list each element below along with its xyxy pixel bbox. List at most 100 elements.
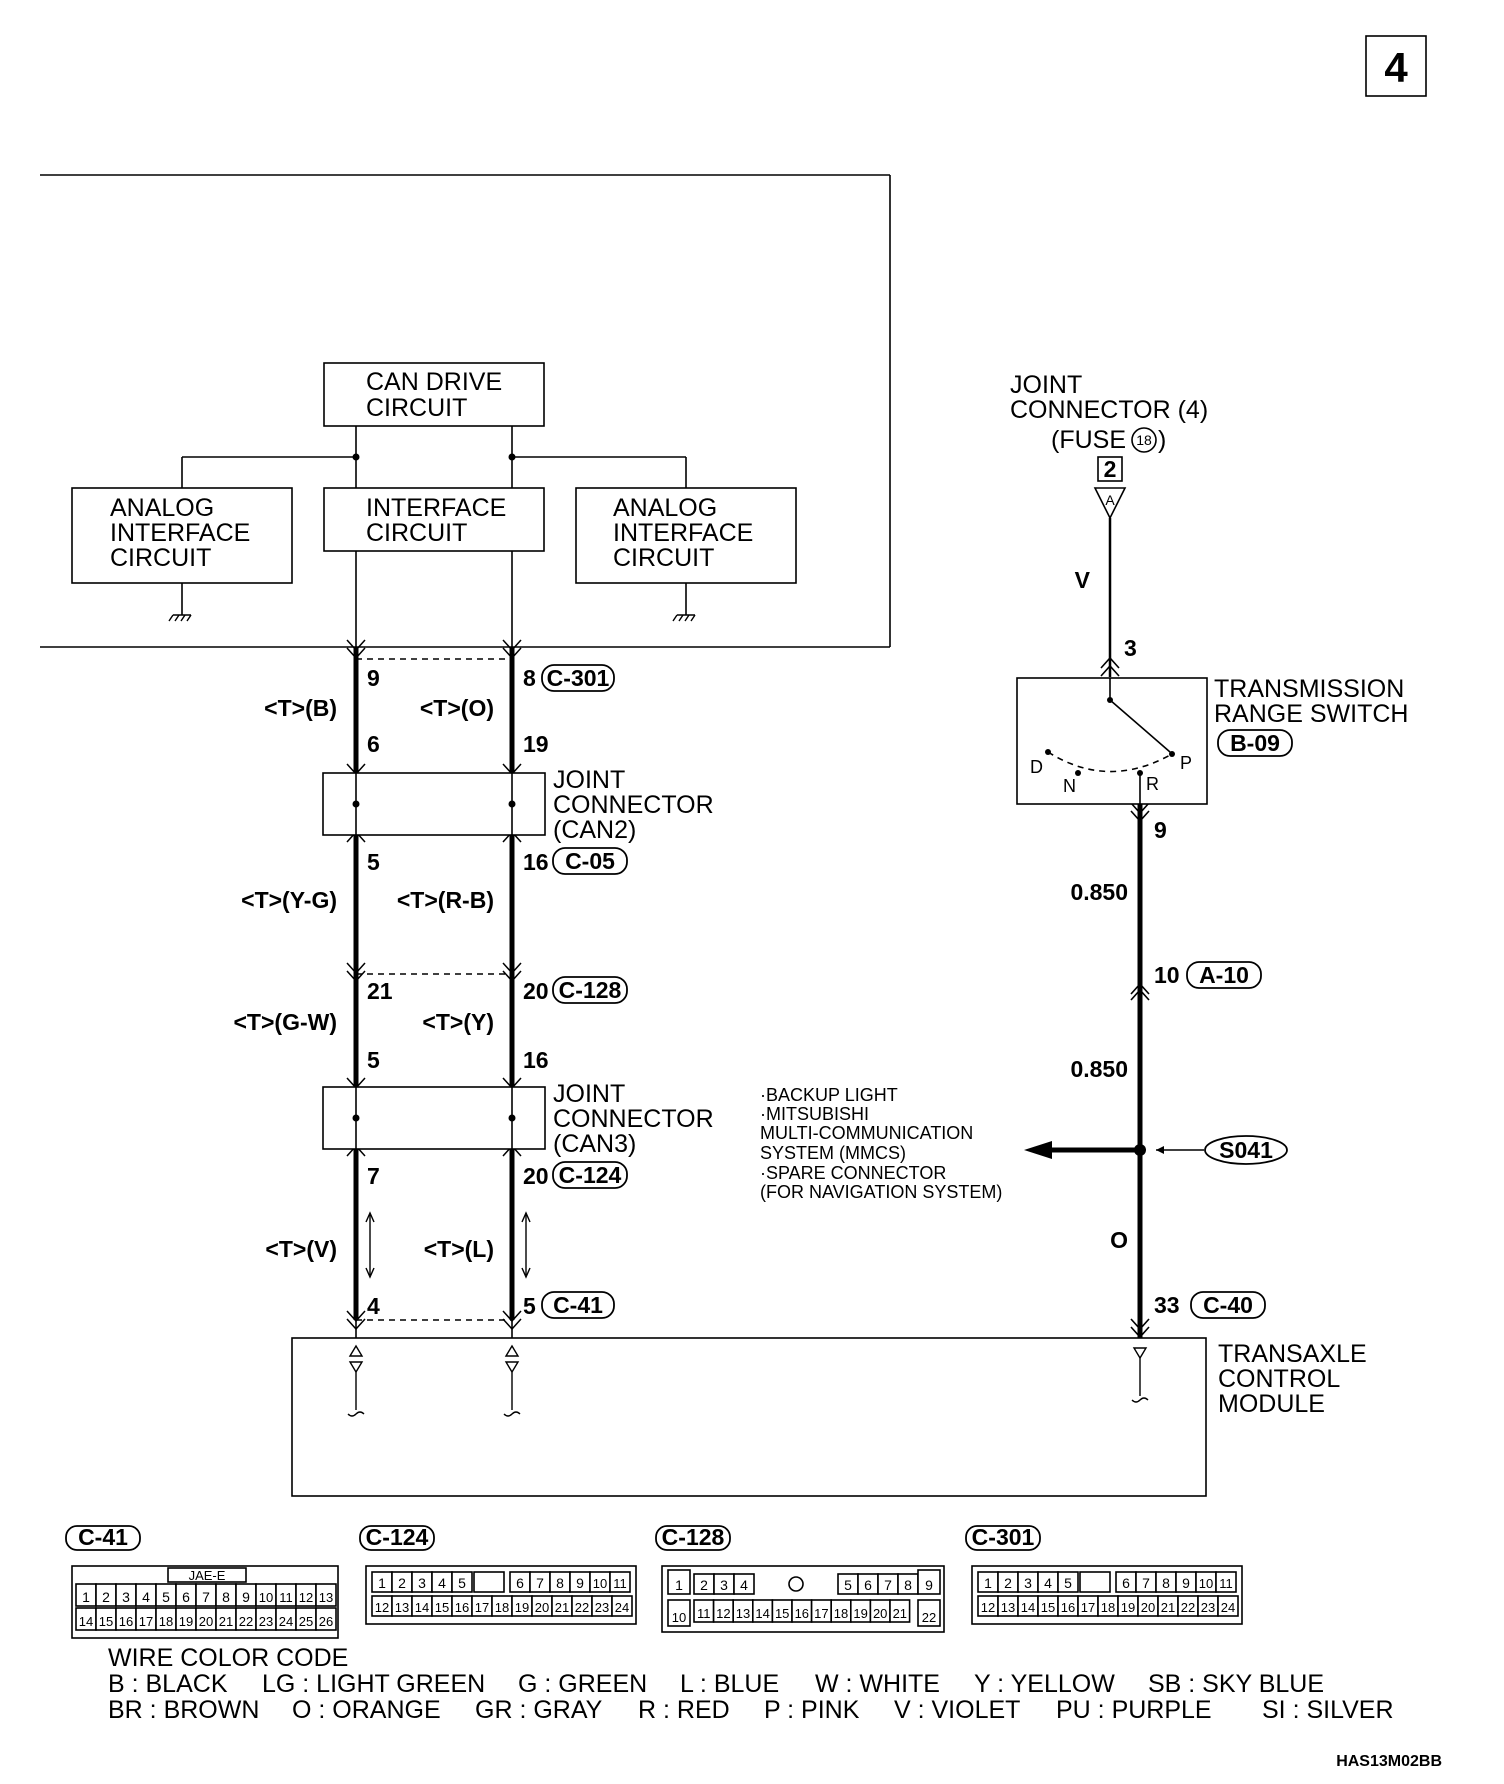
c41-row1-pin: 7 bbox=[202, 1589, 210, 1605]
svg-text:C-40: C-40 bbox=[1203, 1292, 1253, 1318]
c124-row2-cell bbox=[611, 1595, 633, 1617]
c128-row1-pin: 9 bbox=[925, 1577, 933, 1593]
branch-line: (FOR NAVIGATION SYSTEM) bbox=[760, 1182, 1002, 1202]
legend-item: B : BLACK bbox=[108, 1670, 228, 1698]
c41-row2-pin: 19 bbox=[179, 1614, 193, 1629]
c301-row1-pin: 2 bbox=[1004, 1575, 1012, 1591]
pin-number: 9 bbox=[367, 665, 380, 691]
c301-row1-pin: 1 bbox=[984, 1575, 992, 1591]
pin-number: 10 bbox=[1154, 962, 1180, 988]
connector-label-c124: C-124 bbox=[552, 1161, 628, 1189]
svg-text:C-128: C-128 bbox=[559, 977, 622, 1003]
wire-label: <T>(Y-G) bbox=[241, 887, 337, 913]
internal-links bbox=[181, 426, 687, 488]
wire-label: <T>(L) bbox=[424, 1236, 494, 1262]
c128-row1-pin: 3 bbox=[720, 1577, 728, 1593]
c41-row1-pin: 4 bbox=[142, 1589, 150, 1605]
c301-row1-pin: 8 bbox=[1162, 1575, 1170, 1591]
c124-row2-pin: 23 bbox=[595, 1600, 609, 1615]
terminal-letter: A bbox=[1105, 492, 1115, 508]
can2-line-2: CONNECTOR bbox=[553, 791, 714, 819]
interface-circuit-block: INTERFACE CIRCUIT bbox=[323, 487, 545, 552]
c41-row2-pin: 14 bbox=[79, 1614, 93, 1629]
c124-row1-pin: 11 bbox=[613, 1576, 627, 1591]
tcm-line-3: MODULE bbox=[1218, 1390, 1325, 1418]
pin-number: 20 bbox=[523, 978, 549, 1004]
c41-title: C-41 bbox=[78, 1524, 128, 1550]
legend-item: Y : YELLOW bbox=[974, 1670, 1115, 1698]
can3-line-3: (CAN3) bbox=[553, 1130, 636, 1158]
wire-size: 0.850 bbox=[1070, 879, 1128, 905]
c128-row2-pin: 22 bbox=[922, 1610, 936, 1625]
c41-row2-pin: 18 bbox=[159, 1614, 173, 1629]
c301-row1-cell bbox=[1215, 1571, 1237, 1593]
c41-row2-pin: 24 bbox=[279, 1614, 293, 1629]
c124-row2-pin: 17 bbox=[475, 1600, 489, 1615]
c41-tag: JAE-E bbox=[189, 1568, 226, 1583]
c124-row2-pin: 14 bbox=[415, 1600, 429, 1615]
c41-row1-pin: 3 bbox=[122, 1589, 130, 1605]
c128-row1-pin: 1 bbox=[675, 1577, 683, 1593]
c41-row1-pin: 9 bbox=[242, 1589, 250, 1605]
c128-row2-cell bbox=[667, 1599, 691, 1627]
c124-row1-pin: 2 bbox=[398, 1575, 406, 1591]
c41-row1-pin: 11 bbox=[279, 1590, 293, 1605]
can3-line-1: JOINT bbox=[553, 1080, 625, 1108]
c128-row2-pin: 20 bbox=[873, 1606, 887, 1621]
c124-row1-pin: 6 bbox=[516, 1575, 524, 1591]
can2-line-3: (CAN2) bbox=[553, 816, 636, 844]
c128-row1-pin: 7 bbox=[884, 1577, 892, 1593]
c301-row1-pin: 9 bbox=[1182, 1575, 1190, 1591]
c41-row2-pin: 22 bbox=[239, 1614, 253, 1629]
bidirectional-arrow-icon bbox=[365, 1211, 531, 1279]
c124-row1-pin: 9 bbox=[576, 1575, 584, 1591]
connector-label-a10: A-10 bbox=[1186, 961, 1262, 989]
svg-text:A-10: A-10 bbox=[1199, 962, 1249, 988]
pin-number: 5 bbox=[523, 1293, 536, 1319]
c124-row2-pin: 24 bbox=[615, 1600, 629, 1615]
pin-number: 9 bbox=[1154, 817, 1167, 843]
analog-left-line-1: ANALOG bbox=[110, 494, 214, 522]
c301-row2-pin: 13 bbox=[1001, 1600, 1015, 1615]
c128-row2-pin: 13 bbox=[736, 1606, 750, 1621]
c301-key bbox=[1079, 1571, 1111, 1593]
c301-row1-pin: 6 bbox=[1122, 1575, 1130, 1591]
pin-number: 5 bbox=[367, 849, 380, 875]
c128-row1-pin: 5 bbox=[844, 1577, 852, 1593]
tcm-line-2: CONTROL bbox=[1218, 1365, 1340, 1393]
joint-connector-4-label: JOINT CONNECTOR (4) (FUSE 18 ) 2 A bbox=[1010, 371, 1208, 520]
c301-row2-pin: 19 bbox=[1121, 1600, 1135, 1615]
c301-row1-pin: 4 bbox=[1044, 1575, 1052, 1591]
c41-row1-pin: 12 bbox=[299, 1590, 313, 1605]
legend-item: R : RED bbox=[638, 1696, 730, 1724]
c124-row2-pin: 16 bbox=[455, 1600, 469, 1615]
wire-label: <T>(O) bbox=[420, 695, 494, 721]
c128-title: C-128 bbox=[662, 1524, 725, 1550]
c41-row2-pin: 17 bbox=[139, 1614, 153, 1629]
legend-item: PU : PURPLE bbox=[1056, 1696, 1212, 1724]
pin-number: 6 bbox=[367, 731, 380, 757]
trs-line-2: RANGE SWITCH bbox=[1214, 700, 1408, 728]
c41-row1-pin: 5 bbox=[162, 1589, 170, 1605]
legend-item: W : WHITE bbox=[815, 1670, 940, 1698]
legend-item: GR : GRAY bbox=[475, 1696, 603, 1724]
wire-label: <T>(V) bbox=[265, 1236, 337, 1262]
joint-connector-can2: JOINT CONNECTOR (CAN2) bbox=[322, 766, 714, 844]
c124-row2-pin: 21 bbox=[555, 1600, 569, 1615]
jc4-close-paren: ) bbox=[1158, 426, 1166, 454]
c128-row1-cell bbox=[667, 1569, 691, 1595]
analog-right-line-1: ANALOG bbox=[613, 494, 717, 522]
analog-right-line-3: CIRCUIT bbox=[613, 544, 714, 572]
c124-key bbox=[473, 1571, 505, 1593]
tcm-line-1: TRANSAXLE bbox=[1218, 1340, 1367, 1368]
c124-row1-pin: 5 bbox=[458, 1575, 466, 1591]
c301-row1-cell bbox=[1057, 1571, 1079, 1593]
legend-item: O : ORANGE bbox=[292, 1696, 441, 1724]
can-drive-line-2: CIRCUIT bbox=[366, 394, 467, 422]
c128-key-circle bbox=[788, 1576, 804, 1592]
fuse-circle-icon bbox=[1131, 427, 1157, 453]
svg-text:C-05: C-05 bbox=[565, 848, 615, 874]
legend-item: BR : BROWN bbox=[108, 1696, 259, 1724]
c124-row1-pin: 7 bbox=[536, 1575, 544, 1591]
c124-row1-pin: 3 bbox=[418, 1575, 426, 1591]
